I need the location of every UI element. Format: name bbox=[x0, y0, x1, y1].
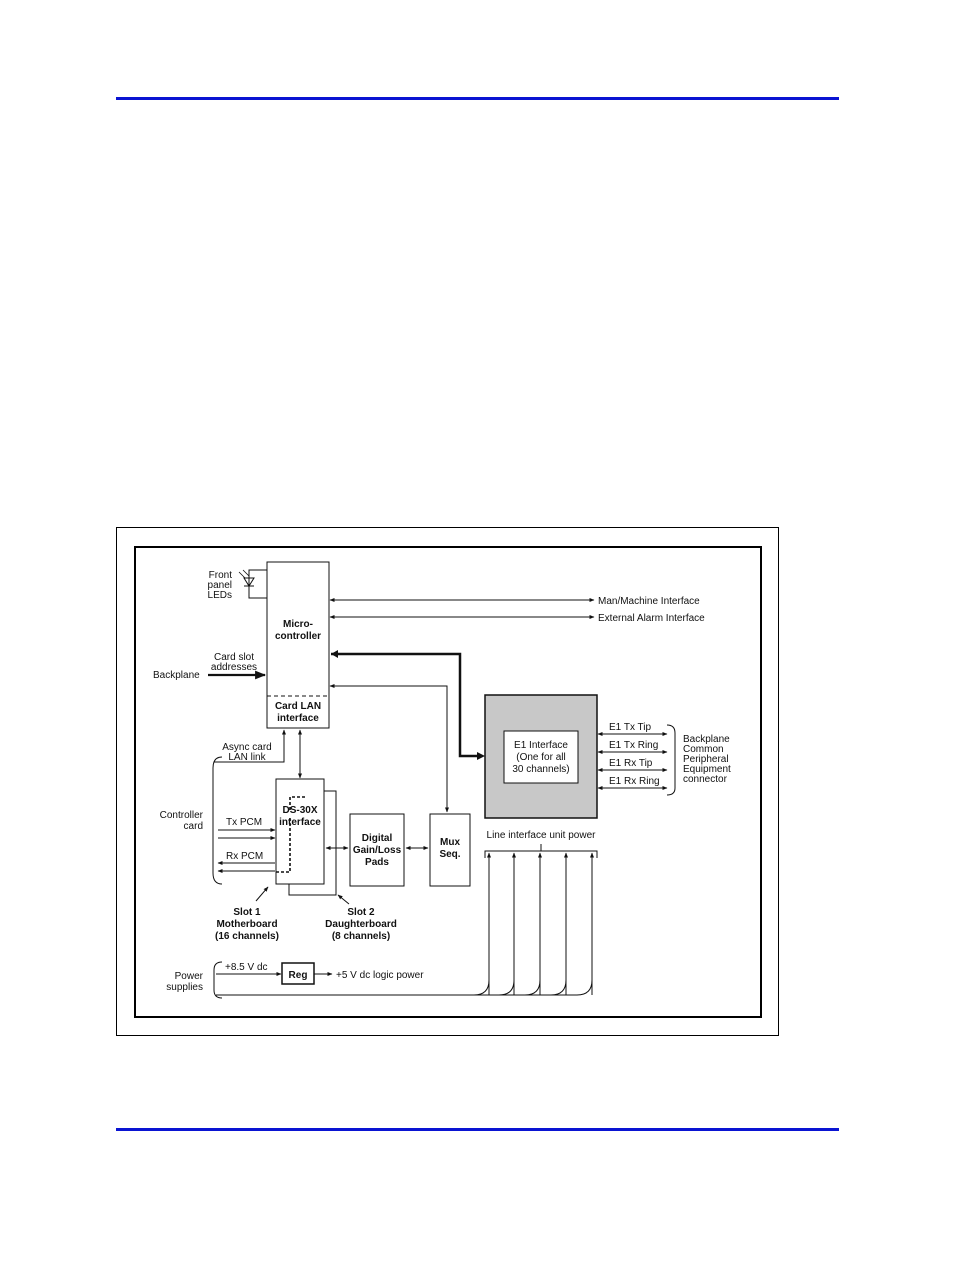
power-label-2: supplies bbox=[166, 982, 203, 993]
e1-label-1: E1 Interface bbox=[514, 740, 568, 751]
microcontroller-block bbox=[266, 561, 330, 729]
backplane-label: Backplane bbox=[153, 670, 200, 681]
e1-interface-block bbox=[503, 730, 579, 784]
micro-label-1: Micro- bbox=[283, 619, 313, 630]
micro-mux-link bbox=[329, 684, 449, 813]
slot2-label-2: Daughterboard bbox=[325, 919, 397, 930]
led-wire bbox=[248, 569, 267, 599]
card-slot-label-1: Card slot bbox=[214, 652, 254, 663]
slot1-label-3: (16 channels) bbox=[215, 931, 279, 942]
figure-outer-frame bbox=[116, 527, 779, 1036]
cpe-bracket bbox=[666, 724, 676, 796]
cpe-label-5: connector bbox=[683, 774, 728, 785]
labels: Front panel LEDs Micro- controller Card … bbox=[153, 570, 731, 993]
e1-label-2: (One for all bbox=[516, 752, 565, 763]
ds30x-dotted-path bbox=[276, 796, 306, 873]
gain-loss-block bbox=[349, 813, 405, 887]
figure-inner-frame bbox=[134, 546, 762, 1018]
cpe-label-1: Backplane bbox=[683, 734, 730, 745]
ds30x-label-2: interface bbox=[279, 817, 321, 828]
e1-tx-tip-label: E1 Tx Tip bbox=[609, 722, 651, 733]
bottom-rule bbox=[116, 1128, 839, 1131]
slot1-label-2: Motherboard bbox=[216, 919, 277, 930]
micro-e1-bus bbox=[331, 652, 482, 758]
ds30x-label-1: DS-30X bbox=[282, 805, 317, 816]
power-bus bbox=[216, 979, 593, 996]
mux-label-2: Seq. bbox=[439, 849, 460, 860]
ext-alarm-label: External Alarm Interface bbox=[598, 613, 705, 624]
ds30x-block bbox=[275, 778, 325, 885]
front-panel-label-3: LEDs bbox=[208, 590, 232, 601]
line-power-label: Line interface unit power bbox=[487, 830, 597, 841]
tx-pcm-label: Tx PCM bbox=[226, 817, 262, 828]
async-label-2: LAN link bbox=[228, 752, 266, 763]
front-panel-label-2: panel bbox=[208, 580, 232, 591]
led-light-icon bbox=[238, 569, 250, 579]
bus-arrowheads bbox=[331, 650, 485, 760]
cpe-label-4: Equipment bbox=[683, 764, 731, 775]
slot2-pointer bbox=[337, 894, 350, 905]
controller-card-label-1: Controller bbox=[160, 810, 204, 821]
e1-tx-ring-label: E1 Tx Ring bbox=[609, 740, 658, 751]
slot2-label-3: (8 channels) bbox=[332, 931, 390, 942]
top-rule bbox=[116, 97, 839, 100]
controller-card-label-2: card bbox=[184, 821, 203, 832]
e1-rx-ring-label: E1 Rx Ring bbox=[609, 776, 660, 787]
async-label-1: Async card bbox=[222, 742, 271, 753]
power-bracket bbox=[213, 961, 223, 999]
gain-label-2: Gain/Loss bbox=[353, 845, 402, 856]
reg-label: Reg bbox=[289, 970, 308, 981]
v5-label: +5 V dc logic power bbox=[336, 970, 424, 981]
rx-pcm-label: Rx PCM bbox=[226, 851, 263, 862]
mux-label-1: Mux bbox=[440, 837, 460, 848]
slot2-label-1: Slot 2 bbox=[347, 907, 375, 918]
controller-bracket bbox=[212, 756, 223, 885]
e1-rx-tip-label: E1 Rx Tip bbox=[609, 758, 653, 769]
slot1-pointer bbox=[255, 886, 269, 902]
cpe-label-3: Peripheral bbox=[683, 754, 729, 765]
line-power-bracket bbox=[484, 844, 598, 858]
v85-label: +8.5 V dc bbox=[225, 962, 268, 973]
front-panel-label-1: Front bbox=[209, 570, 233, 581]
power-label-1: Power bbox=[175, 971, 204, 982]
card-slot-label-2: addresses bbox=[211, 662, 257, 673]
cpe-label-2: Common bbox=[683, 744, 724, 755]
e1-label-3: 30 channels) bbox=[512, 764, 569, 775]
mux-block bbox=[429, 813, 471, 887]
slot1-label-1: Slot 1 bbox=[233, 907, 261, 918]
card-lan-label-1: Card LAN bbox=[275, 701, 321, 712]
gain-label-3: Pads bbox=[365, 857, 389, 868]
async-lan-link bbox=[214, 729, 286, 763]
gain-label-1: Digital bbox=[362, 833, 393, 844]
man-machine-label: Man/Machine Interface bbox=[598, 596, 700, 607]
led-icon bbox=[243, 577, 255, 587]
micro-label-2: controller bbox=[275, 631, 321, 642]
card-lan-label-2: interface bbox=[277, 713, 319, 724]
